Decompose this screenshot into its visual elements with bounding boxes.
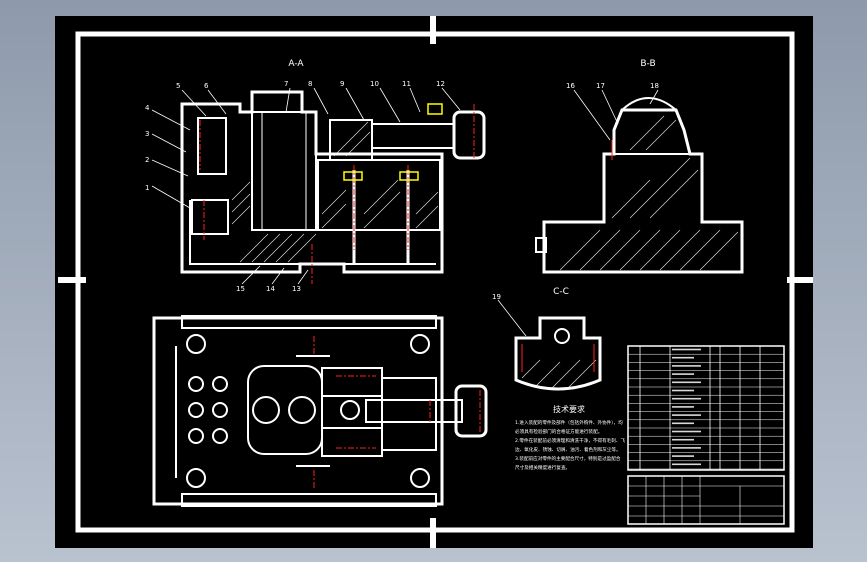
title-block	[627, 475, 785, 525]
part-label-4: 4	[145, 104, 150, 112]
table-cell-mark	[672, 463, 701, 466]
part-label-15: 15	[236, 285, 245, 293]
centerlines-plan	[313, 336, 481, 490]
part-label-5: 5	[176, 82, 180, 90]
part-label-8: 8	[308, 80, 312, 88]
tech-requirements-title: 技术要求	[553, 404, 585, 414]
tech-line-2: 必须具有检验部门的合格证方能进行装配。	[515, 428, 602, 435]
leader-lines-bb	[573, 89, 659, 141]
section-view-bb	[542, 97, 744, 274]
part-labels-aa: 1 2 3 4 5 6 7 8 9 10 11 12 13 14 15	[145, 80, 445, 293]
section-title-cc: C-C	[553, 287, 569, 297]
parts-list-table	[627, 345, 785, 471]
part-label-18: 18	[650, 82, 659, 90]
part-label-12: 12	[436, 80, 445, 88]
leader-lines-aa	[151, 87, 461, 285]
part-label-9: 9	[340, 80, 344, 88]
table-cell-mark	[672, 397, 701, 400]
bolt-head-1	[343, 171, 363, 181]
part-label-14: 14	[266, 285, 275, 293]
table-cell-mark	[672, 414, 701, 416]
part-label-19: 19	[492, 293, 501, 301]
tech-line-1: 1.进入装配的零件及部件（包括外购件、外协件），均	[515, 419, 623, 426]
centerlines-cc	[521, 344, 595, 372]
center-mark-left	[58, 277, 86, 283]
section-title-bb: B-B	[640, 59, 655, 69]
bolt-head-2	[399, 171, 419, 181]
section-title-aa: A-A	[288, 59, 304, 69]
plan-view	[152, 315, 488, 507]
parts-list-text	[672, 348, 701, 466]
part-label-7: 7	[284, 80, 288, 88]
table-cell-mark	[672, 406, 694, 408]
centerlines-aa	[199, 104, 475, 284]
section-hatching-bb	[559, 115, 739, 271]
table-cell-mark	[672, 389, 694, 392]
section-hatching-aa	[231, 121, 439, 263]
part-label-17: 17	[596, 82, 605, 90]
tech-line-5: 3.装配前应对零件的主要配合尺寸，特别是过盈配合	[515, 455, 621, 462]
section-hatching-cc	[521, 359, 597, 389]
part-label-3: 3	[145, 130, 149, 138]
screw-head	[427, 103, 443, 115]
table-cell-mark	[672, 455, 694, 457]
tech-line-6: 尺寸及相关精度进行复查。	[515, 464, 570, 471]
table-cell-mark	[672, 422, 694, 425]
table-cell-mark	[672, 430, 701, 433]
parts-list-rows	[628, 353, 784, 470]
drawing-sheet	[55, 16, 813, 548]
center-mark-right	[787, 277, 813, 283]
table-cell-mark	[672, 348, 701, 351]
table-cell-mark	[672, 373, 694, 375]
table-cell-mark	[672, 381, 701, 384]
clamp-holes	[186, 334, 430, 488]
tech-requirements-list: 1.进入装配的零件及部件（包括外购件、外协件），均 必须具有检验部门的合格证方能…	[515, 419, 625, 471]
part-label-6: 6	[204, 82, 209, 90]
locating-pin-bb	[535, 237, 547, 253]
part-labels-bb: 16 17 18	[566, 82, 659, 90]
part-label-1: 1	[145, 184, 149, 192]
section-view-cc	[514, 316, 602, 391]
tech-line-3: 2.零件在装配前必须清理和清洗干净，不得有毛刺、飞	[515, 437, 625, 444]
part-label-16: 16	[566, 82, 575, 90]
leader-line-19	[497, 299, 527, 337]
part-label-2: 2	[145, 156, 149, 164]
part-label-11: 11	[402, 80, 411, 88]
center-mark-top	[430, 16, 436, 44]
tech-line-4: 边、氧化皮、锈蚀、切屑、油污、着色剂和灰尘等。	[515, 446, 621, 453]
center-mark-bottom	[430, 518, 436, 548]
table-cell-mark	[672, 447, 701, 449]
table-cell-mark	[672, 438, 694, 441]
part-label-10: 10	[370, 80, 379, 88]
table-cell-mark	[672, 356, 694, 359]
part-label-13: 13	[292, 285, 301, 293]
table-cell-mark	[672, 365, 701, 367]
